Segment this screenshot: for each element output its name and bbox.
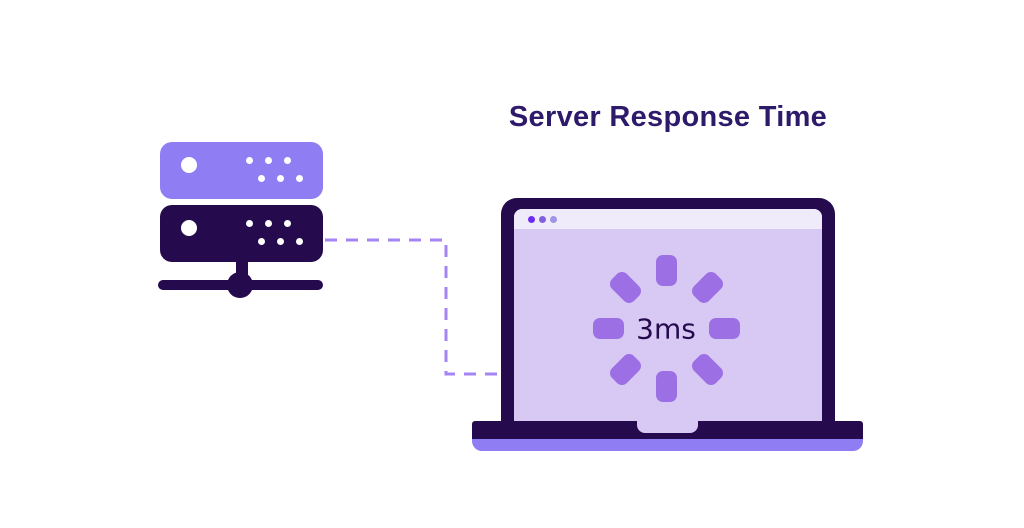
page-title: Server Response Time bbox=[508, 101, 828, 133]
led-dot bbox=[265, 220, 272, 227]
spinner-segment bbox=[655, 254, 677, 286]
led-dot bbox=[296, 238, 303, 245]
laptop-base-shadow bbox=[472, 439, 863, 451]
spinner-segment bbox=[688, 268, 726, 306]
drive-ring-icon bbox=[181, 157, 197, 173]
network-hub-icon bbox=[227, 272, 253, 298]
led-dot bbox=[296, 175, 303, 182]
laptop-screen-frame: 3ms bbox=[501, 198, 835, 421]
browser-window-dot-icon bbox=[539, 215, 546, 223]
laptop-notch bbox=[637, 421, 698, 433]
spinner-segment bbox=[655, 370, 677, 402]
server-unit-bottom bbox=[160, 205, 323, 262]
spinner-segment bbox=[592, 317, 624, 339]
led-dot bbox=[246, 220, 253, 227]
browser-titlebar bbox=[514, 209, 822, 229]
response-time-value: 3ms bbox=[636, 312, 696, 346]
browser-window-dot-icon bbox=[528, 215, 535, 223]
browser-content: 3ms bbox=[514, 229, 822, 421]
led-dot bbox=[277, 238, 284, 245]
led-dot bbox=[277, 175, 284, 182]
led-dot bbox=[265, 157, 272, 164]
drive-ring-icon bbox=[181, 220, 197, 236]
led-dot bbox=[284, 157, 291, 164]
browser-window-dot-icon bbox=[550, 215, 557, 223]
spinner-segment bbox=[606, 268, 644, 306]
led-dot bbox=[246, 157, 253, 164]
spinner-segment bbox=[606, 350, 644, 388]
led-dot bbox=[258, 238, 265, 245]
spinner-segment bbox=[688, 350, 726, 388]
led-dot bbox=[284, 220, 291, 227]
led-dot bbox=[258, 175, 265, 182]
browser-window: 3ms bbox=[514, 209, 822, 421]
laptop-base bbox=[472, 421, 863, 439]
server-unit-top bbox=[160, 142, 323, 199]
spinner-segment bbox=[708, 317, 740, 339]
server-rack-icon bbox=[158, 141, 324, 299]
laptop-icon: 3ms bbox=[472, 198, 863, 452]
